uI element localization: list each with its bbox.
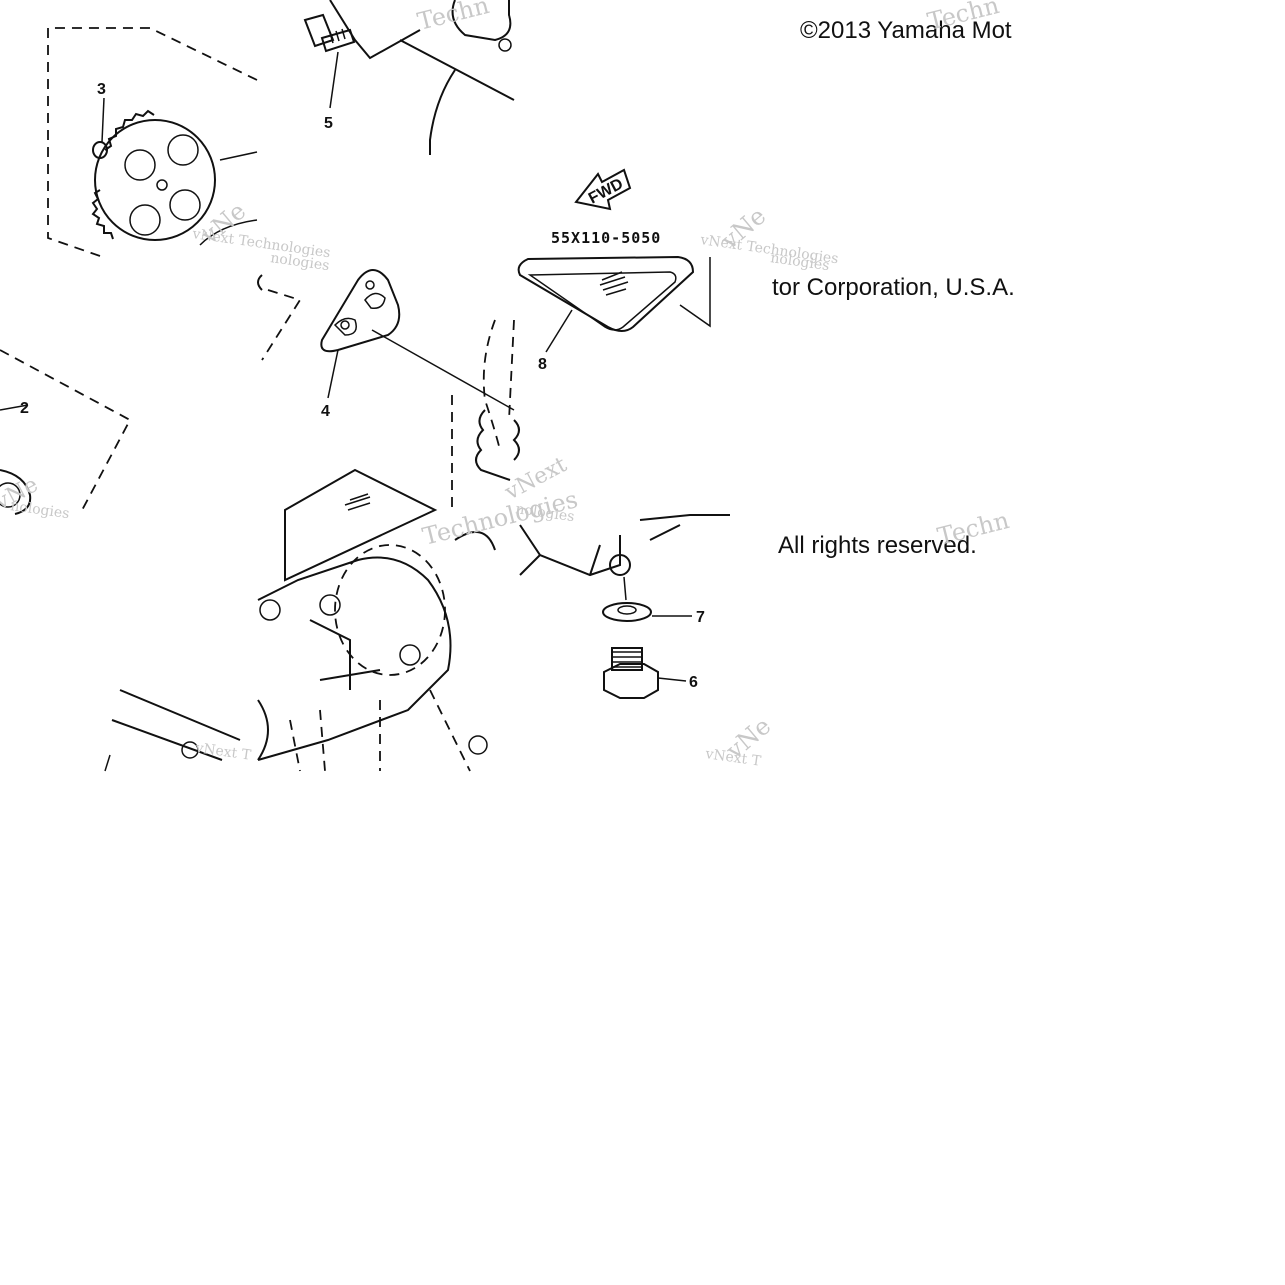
callout-5: 5 <box>324 115 333 132</box>
fwd-arrow-icon <box>574 168 632 211</box>
part-number: 55X110-5050 <box>551 229 661 247</box>
copyright-line-3: All rights reserved. <box>778 532 977 559</box>
callout-6: 6 <box>689 674 698 691</box>
callout-7: 7 <box>696 609 705 626</box>
callout-8: 8 <box>538 356 547 373</box>
watermark: nologies <box>9 498 70 522</box>
callout-2: 2 <box>20 400 29 417</box>
gasket-group <box>257 269 515 514</box>
washer-7 <box>602 602 652 622</box>
fwd-arrow-group: FWD 55X110-5050 <box>551 168 661 247</box>
crankcase-middle-group <box>257 468 496 772</box>
bolt-bracket-group <box>303 0 515 155</box>
watermark: Techn <box>935 506 1012 551</box>
strainer-group <box>508 255 711 461</box>
callout-3: 3 <box>97 81 106 98</box>
watermark: vNext T <box>193 740 252 764</box>
copyright-line-2: tor Corporation, U.S.A. <box>772 274 1015 301</box>
drain-plug-group <box>519 514 730 699</box>
copyright-line-1: ©2013 Yamaha Mot <box>800 17 1012 44</box>
watermark: vNext T <box>703 746 762 770</box>
circlip-3 <box>92 141 108 159</box>
oil-strainer-8 <box>517 255 695 332</box>
watermark-layer: vNext Technologies vNext Technologies vN… <box>0 0 1012 770</box>
crankcase-left-group <box>104 689 241 772</box>
callout-4: 4 <box>321 403 330 420</box>
sprocket-gear-group <box>47 27 258 257</box>
watermark: Techn <box>415 0 492 36</box>
pump-left-group <box>0 349 132 515</box>
watermark: Techn <box>925 0 1002 36</box>
gasket-4 <box>320 269 401 353</box>
